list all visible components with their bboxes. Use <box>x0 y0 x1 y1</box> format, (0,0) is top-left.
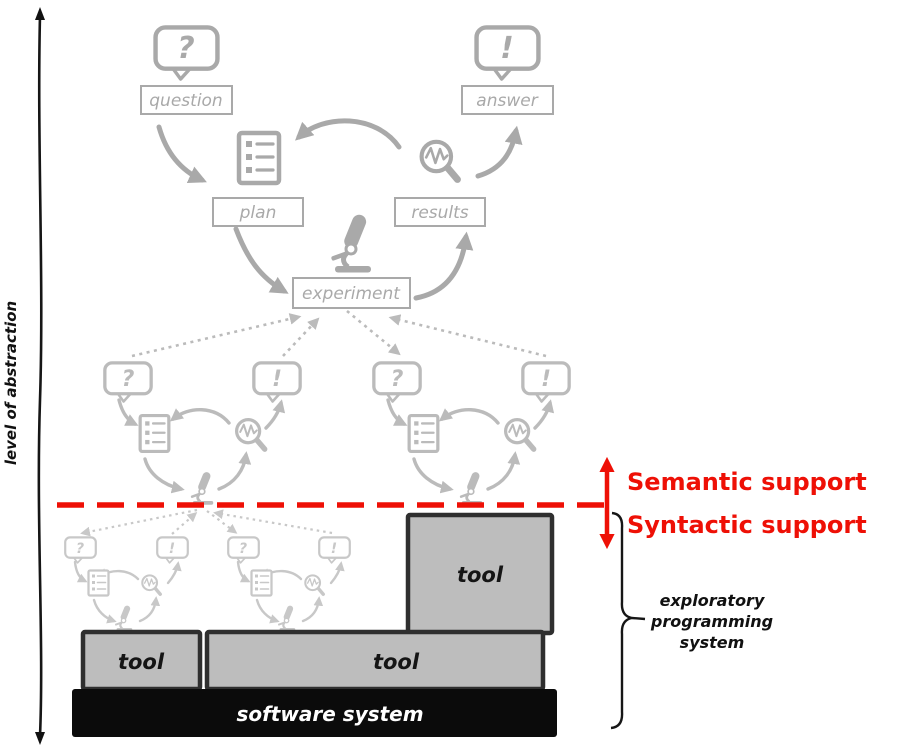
tool-label-small: tool <box>118 650 165 674</box>
bracket-label-line3: system <box>680 633 745 652</box>
question-box <box>140 85 233 115</box>
plan-box <box>212 197 304 227</box>
plan-label: plan <box>239 203 277 223</box>
support-divider: Semantic support Syntactic support <box>57 456 867 550</box>
tool-label-wide: tool <box>373 650 420 674</box>
bubble-glyph: ? <box>122 367 135 392</box>
bubble-glyph: ? <box>391 367 404 392</box>
arrow-results-to-answer <box>475 125 523 179</box>
dotted-link <box>80 508 198 537</box>
axis-arrowhead-down <box>35 732 45 745</box>
curly-bracket <box>610 511 646 730</box>
analysis-magnifier-icon <box>422 142 458 180</box>
cycle-tier1: ? ! question plan experiment results ans… <box>131 27 554 358</box>
semantic-support-label: Semantic support <box>627 468 867 496</box>
answer-bubble-glyph: ! <box>500 31 514 66</box>
exploratory-system-bracket: exploratory programming system <box>610 511 773 730</box>
bubble-glyph: ! <box>541 367 551 392</box>
bubble-glyph: ! <box>331 541 337 557</box>
results-label: results <box>411 203 468 223</box>
axis-label: level of abstraction <box>2 301 20 465</box>
arrow-experiment-to-results <box>413 231 474 301</box>
dotted-link <box>131 313 302 358</box>
syntactic-support-label: Syntactic support <box>627 511 867 539</box>
answer-box <box>461 85 554 115</box>
bracket-label-line1: exploratory <box>660 591 765 610</box>
software-system-label: software system <box>236 702 423 726</box>
experiment-box <box>292 277 411 309</box>
cycle-tier2: ? ! ? ! <box>80 361 571 537</box>
axis-arrowhead-up <box>35 7 45 20</box>
software-system-bar <box>72 689 557 737</box>
cycle-tier3: ? ! ? ! <box>64 536 351 631</box>
bracket-label-line2: programming <box>650 612 773 631</box>
dotted-link <box>388 314 547 358</box>
microscope-icon <box>331 213 371 273</box>
dotted-link <box>213 509 333 535</box>
arrow-question-to-plan <box>156 124 207 183</box>
experiment-label: experiment <box>302 284 401 304</box>
dotted-link <box>282 317 320 357</box>
results-box <box>394 197 486 227</box>
plan-checklist-icon <box>239 133 279 183</box>
answer-label: answer <box>476 91 538 111</box>
dotted-link <box>171 512 198 535</box>
arrow-results-to-plan <box>295 118 402 150</box>
question-label: question <box>149 91 222 111</box>
tool-label-tall: tool <box>457 563 504 587</box>
bubble-glyph: ! <box>169 541 175 557</box>
bubble-glyph: ? <box>239 541 247 557</box>
dotted-link <box>346 309 401 356</box>
cycle-icons <box>252 571 324 631</box>
abstraction-axis: level of abstraction <box>2 7 45 745</box>
arrow-plan-to-experiment <box>233 226 289 294</box>
bubble-glyph: ? <box>76 541 84 557</box>
bubble-glyph: ! <box>272 367 282 392</box>
tool-stack: tool tool tool software system <box>72 512 557 737</box>
cycle-icons <box>89 571 161 631</box>
question-bubble-glyph: ? <box>177 31 194 66</box>
